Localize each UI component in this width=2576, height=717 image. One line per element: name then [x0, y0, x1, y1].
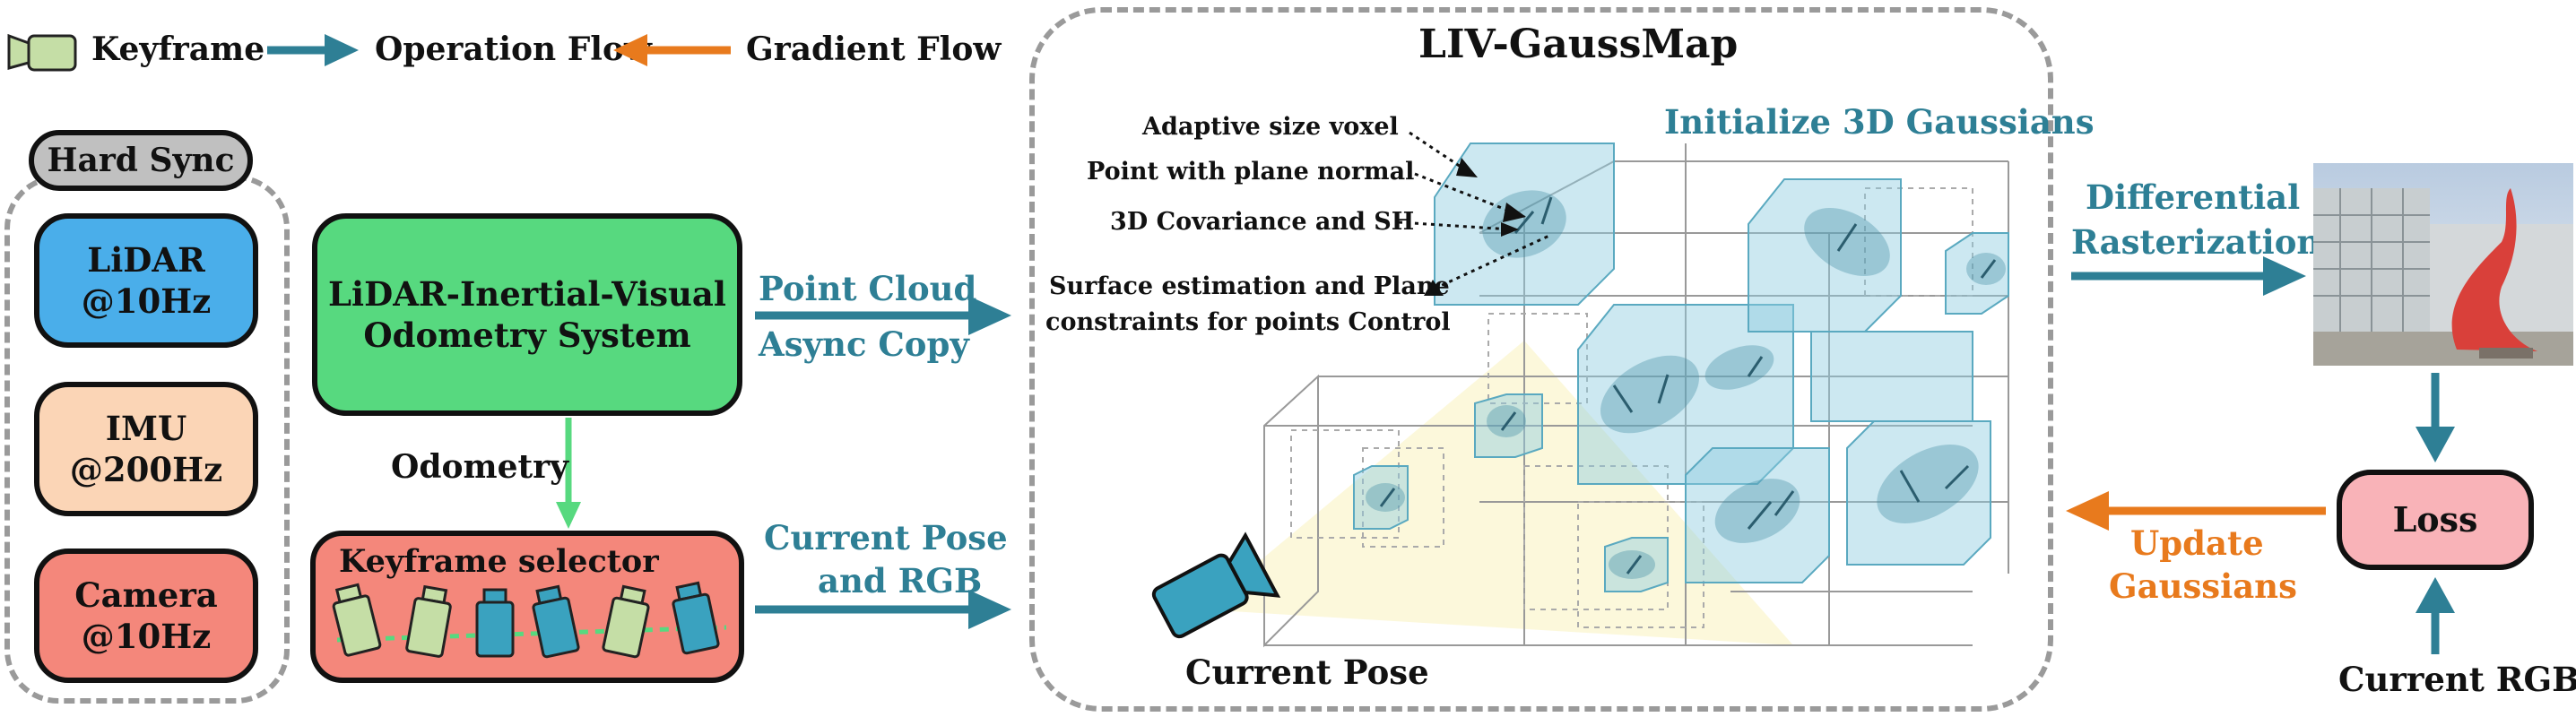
point-cloud-label: Point Cloud: [759, 269, 977, 308]
annotation-surface-estimation-1: Surface estimation and Plane: [1049, 272, 1450, 300]
annotation-adaptive-voxel: Adaptive size voxel: [1142, 113, 1399, 141]
differential-label-2: Rasterization: [2071, 222, 2321, 262]
hard-sync-label: Hard Sync: [29, 130, 253, 191]
annotation-surface-estimation-2: constraints for points Control: [1045, 308, 1451, 336]
keyframe-selector-box: [310, 531, 744, 683]
keyframe-selector-label: Keyframe selector: [339, 543, 659, 580]
async-copy-label: Async Copy: [759, 324, 969, 364]
odometry-system-box: LiDAR-Inertial-Visual Odometry System: [312, 213, 742, 416]
gaussmap-group: [1029, 7, 2053, 712]
initialize-gaussians-label: Initialize 3D Gaussians: [1664, 102, 2095, 142]
current-pose-label: Current Pose: [1185, 652, 1429, 692]
imu-name: IMU: [105, 408, 187, 448]
annotation-plane-normal: Point with plane normal: [1087, 158, 1415, 186]
camera-name: Camera: [74, 574, 218, 615]
lidar-name: LiDAR: [87, 239, 205, 280]
camera-box: Camera @10Hz: [34, 549, 258, 683]
current-pose-rgb-label-1: Current Pose: [764, 518, 1008, 557]
current-rgb-label: Current RGB: [2338, 660, 2576, 699]
odometry-label: Odometry: [391, 448, 569, 486]
legend-gradient-label: Gradient Flow: [746, 30, 1002, 68]
lidar-box: LiDAR @10Hz: [34, 213, 258, 348]
camera-rate: @10Hz: [81, 617, 212, 656]
legend-keyframe-label: Keyframe: [91, 30, 265, 68]
annotation-covariance-sh: 3D Covariance and SH: [1110, 208, 1415, 236]
current-pose-rgb-label-2: and RGB: [818, 561, 983, 600]
imu-rate: @200Hz: [69, 450, 223, 489]
legend-operation-label: Operation Flow: [375, 30, 652, 68]
loss-box: Loss: [2337, 470, 2534, 570]
lidar-rate: @10Hz: [81, 281, 212, 321]
differential-label-1: Differential: [2086, 177, 2301, 217]
update-label-1: Update: [2130, 523, 2264, 563]
gaussmap-title: LIV-GaussMap: [1418, 22, 1739, 67]
update-label-2: Gaussians: [2109, 566, 2297, 606]
imu-box: IMU @200Hz: [34, 382, 258, 516]
